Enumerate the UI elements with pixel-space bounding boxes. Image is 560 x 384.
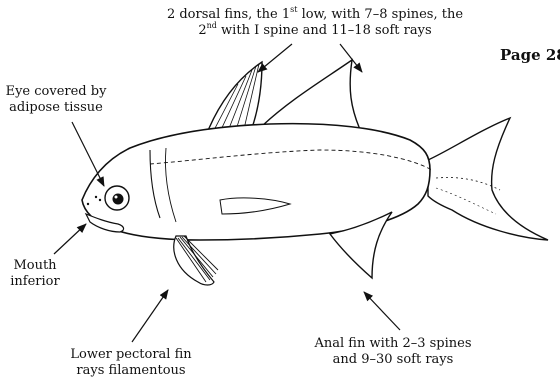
dorsal-fins-label-line2: 2nd with I spine and 11–18 soft rays	[150, 23, 480, 39]
mouth-label-line1: Mouth	[0, 258, 70, 274]
second-dorsal-fin	[262, 60, 362, 134]
eye-label-line1: Eye covered by	[0, 84, 112, 100]
eye-icon	[105, 186, 129, 210]
pectoral-fin-label-line1: Lower pectoral fin	[46, 347, 216, 363]
pectoral-fin-label-line2: rays filamentous	[46, 363, 216, 379]
dorsal-fins-text-c: 2	[198, 23, 206, 38]
page-header: Page 28	[500, 46, 560, 64]
pectoral-fin-label: Lower pectoral fin rays filamentous	[46, 347, 216, 379]
anal-fin-label-line2: and 9–30 soft rays	[303, 352, 483, 368]
dorsal-fins-text-a: 2 dorsal fins, the 1	[167, 7, 290, 22]
dorsal-fins-text-d: with I spine and 11–18 soft rays	[217, 23, 432, 38]
dorsal-fins-sup-a: st	[290, 5, 297, 14]
dorsal-fins-label: 2 dorsal fins, the 1st low, with 7–8 spi…	[150, 7, 480, 39]
dorsal-fins-text-b: low, with 7–8 spines, the	[297, 7, 463, 22]
anal-fin-label: Anal fin with 2–3 spines and 9–30 soft r…	[303, 336, 483, 368]
dorsal-fins-sup-b: nd	[207, 21, 217, 30]
anal-fin-label-line1: Anal fin with 2–3 spines	[303, 336, 483, 352]
mouth-label-line2: inferior	[0, 274, 70, 290]
anal-arrow	[364, 292, 400, 330]
eye-arrow	[72, 122, 104, 186]
eye-label: Eye covered by adipose tissue	[0, 84, 112, 116]
pectoral-arrow	[132, 290, 168, 342]
dorsal-arrow-1	[258, 44, 292, 72]
dorsal-fins-label-line1: 2 dorsal fins, the 1st low, with 7–8 spi…	[150, 7, 480, 23]
mouth-arrow	[54, 224, 86, 254]
mouth-label: Mouth inferior	[0, 258, 70, 290]
caudal-fin	[428, 118, 548, 240]
eye-label-line2: adipose tissue	[0, 100, 112, 116]
